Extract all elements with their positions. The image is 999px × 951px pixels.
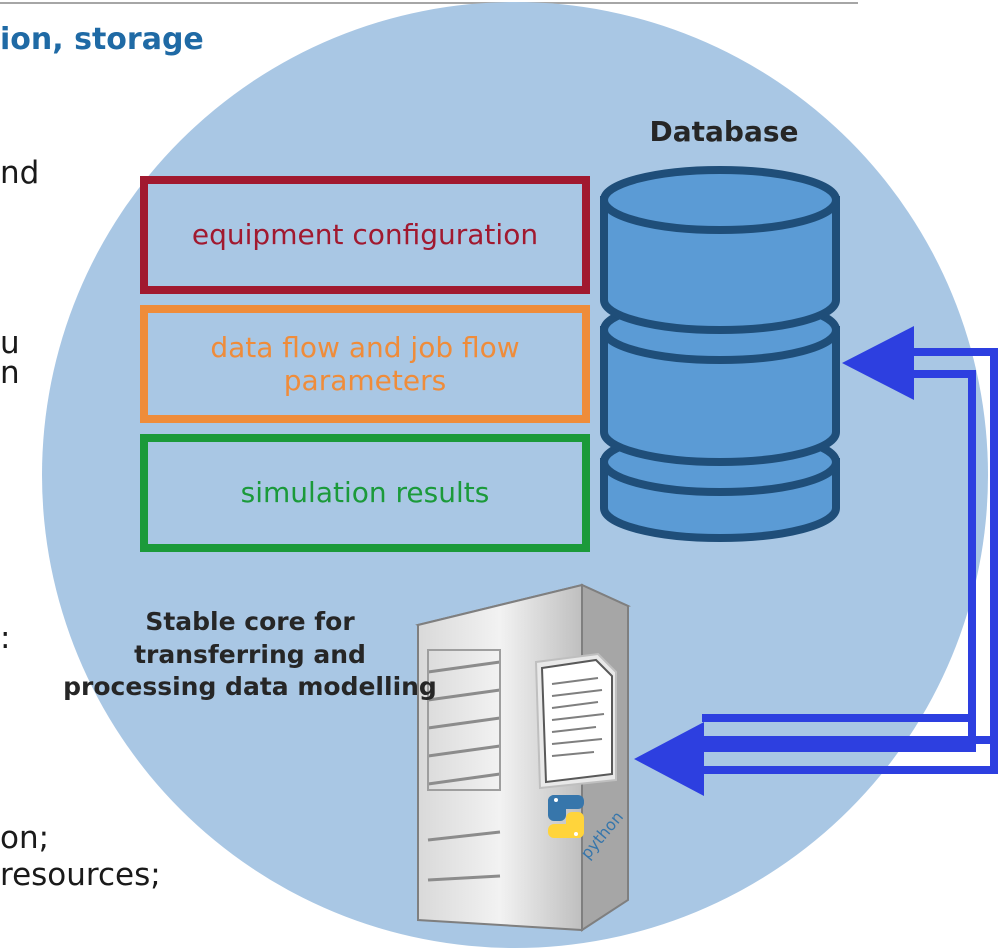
body-text-fragment: on; xyxy=(0,820,50,856)
data-flow-parameters-label: data flow and job flow parameters xyxy=(210,330,520,397)
data-flow-parameters-box: data flow and job flow parameters xyxy=(140,305,590,423)
body-text-fragment: u xyxy=(0,325,20,361)
database-label: Database xyxy=(649,115,799,148)
body-text-fragment: nd xyxy=(0,155,40,191)
simulation-results-label: simulation results xyxy=(240,476,490,510)
arrow-icon xyxy=(702,348,998,774)
equipment-configuration-label: equipment configuration xyxy=(191,218,539,252)
stable-core-label: Stable core for transferring and process… xyxy=(63,607,437,701)
top-divider xyxy=(0,2,858,4)
document-icon xyxy=(534,652,617,790)
arrow-icon xyxy=(634,326,914,796)
body-text-fragment: resources; xyxy=(0,857,161,893)
simulation-results-box: simulation results xyxy=(140,434,590,552)
python-logo-icon xyxy=(548,795,584,838)
body-text-fragment: : xyxy=(0,620,11,656)
equipment-configuration-box: equipment configuration xyxy=(140,176,590,294)
slide-heading-fragment: ion, storage xyxy=(0,22,204,57)
body-text-fragment: n xyxy=(0,355,20,391)
database-icon xyxy=(600,166,840,542)
